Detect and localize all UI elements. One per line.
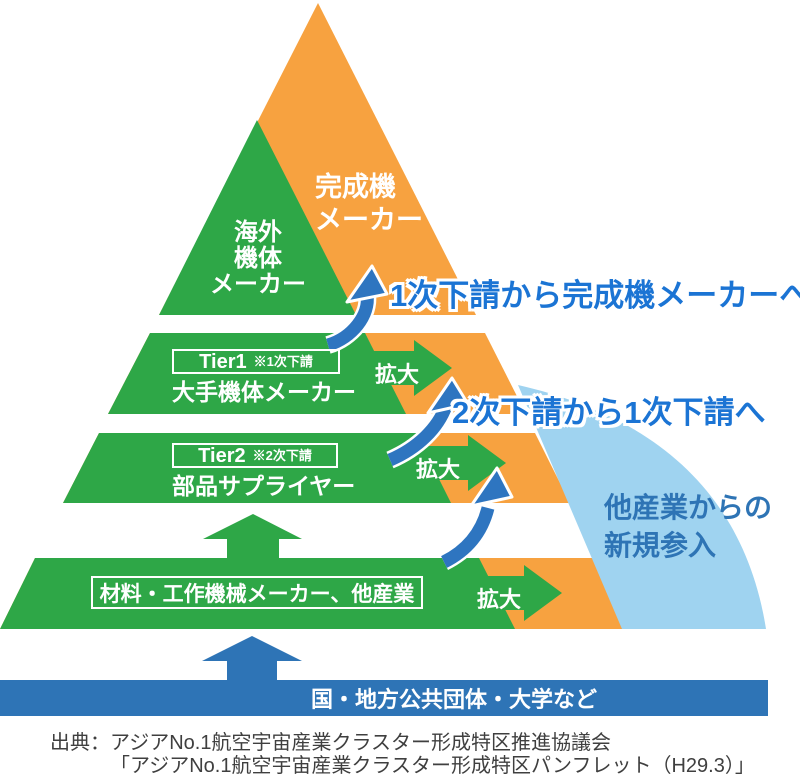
- promotion1-text: 1次下請から完成機メーカーへ: [390, 278, 800, 313]
- base-green-band: [0, 558, 515, 629]
- government-bar: 国・地方公共団体・大学など: [0, 680, 768, 716]
- government-bar-label: 国・地方公共団体・大学など: [310, 687, 597, 712]
- overseas-airframe-maker-label: 海外 機体 メーカー: [210, 219, 306, 298]
- tier1-label: 大手機体メーカー: [172, 379, 356, 405]
- source-note: 出典：アジアNo.1航空宇宙産業クラスター形成特区推進協議会 「アジアNo.1航…: [50, 732, 755, 778]
- government-up-arrow-icon: [202, 636, 302, 681]
- promotion2-text: 2次下請から1次下請へ: [452, 395, 766, 430]
- expand-arrow-tier2-icon: [406, 435, 506, 491]
- base-label-box: 材料・工作機械メーカー、他産業: [91, 576, 423, 609]
- tier2-badge-label: Tier2: [198, 444, 246, 467]
- finished-aircraft-maker-label: 完成機 メーカー: [315, 172, 423, 235]
- promotion-arrow-2-icon: [386, 376, 470, 469]
- expand-label-base: 拡大: [477, 587, 522, 612]
- base-label: 材料・工作機械メーカー、他産業: [99, 582, 415, 606]
- expand-arrow-tier1-icon: [354, 340, 452, 396]
- new-entry-blob: [518, 385, 766, 629]
- tier1-badge: Tier1 ※1次下請: [172, 349, 340, 374]
- overseas-green-triangle: [159, 120, 356, 315]
- tier2-badge: Tier2 ※2次下請: [172, 443, 338, 468]
- supply-up-arrow-icon: [203, 514, 302, 558]
- tier1-badge-note: ※1次下請: [253, 354, 313, 369]
- promotion-arrow-3-icon: [439, 466, 514, 571]
- promotion-arrow-1-icon: [324, 264, 389, 354]
- expand-label-tier2: 拡大: [416, 457, 461, 482]
- tier1-badge-label: Tier1: [199, 350, 247, 373]
- source-line2: 「アジアNo.1航空宇宙産業クラスター形成特区パンフレット（H29.3）」: [110, 755, 755, 777]
- tier2-badge-note: ※2次下請: [252, 448, 312, 463]
- source-line1: 出典：アジアNo.1航空宇宙産業クラスター形成特区推進協議会: [50, 732, 612, 754]
- expand-arrow-base-icon: [456, 565, 562, 621]
- tier2-green-band: [63, 433, 451, 503]
- new-entry-label: 他産業からの 新規参入: [604, 492, 773, 561]
- expand-label-tier1: 拡大: [375, 362, 420, 387]
- tier2-label: 部品サプライヤー: [172, 473, 356, 499]
